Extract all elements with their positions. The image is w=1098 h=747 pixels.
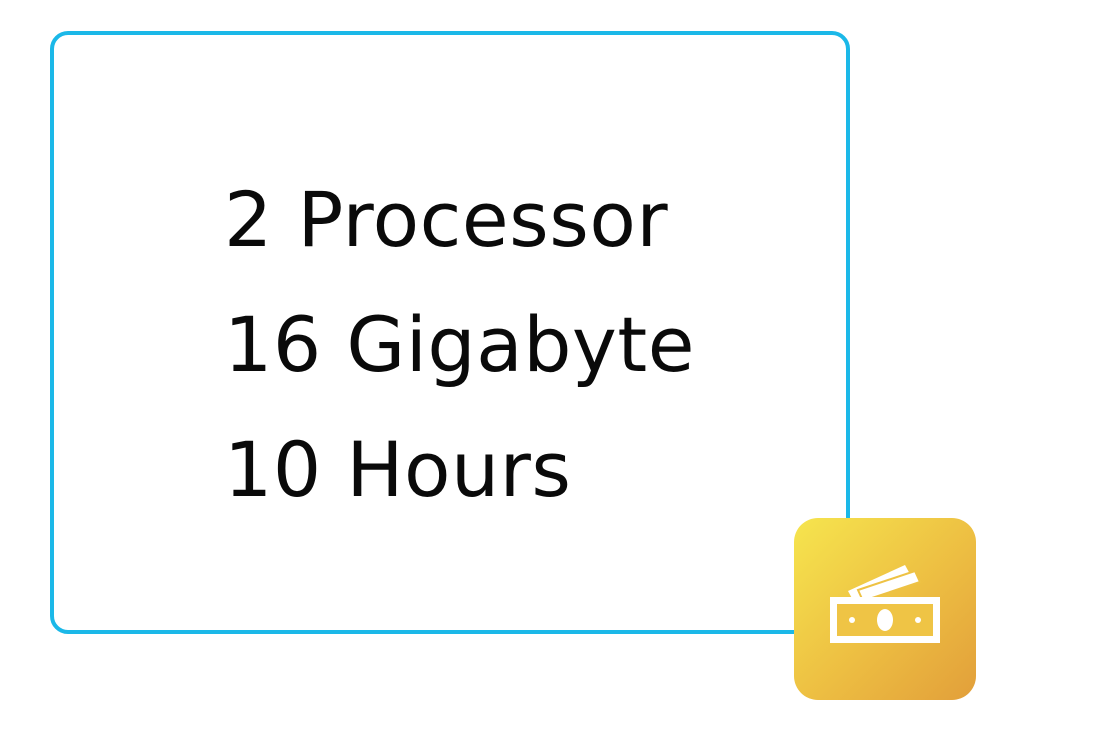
spec-memory: 16 Gigabyte — [224, 300, 695, 389]
spec-card: 2 Processor 16 Gigabyte 10 Hours — [50, 31, 850, 634]
spec-hours: 10 Hours — [224, 425, 572, 514]
spec-processor: 2 Processor — [224, 175, 669, 264]
spec-list: 2 Processor 16 Gigabyte 10 Hours — [224, 157, 695, 532]
money-icon — [830, 565, 940, 643]
cost-badge — [794, 518, 976, 700]
